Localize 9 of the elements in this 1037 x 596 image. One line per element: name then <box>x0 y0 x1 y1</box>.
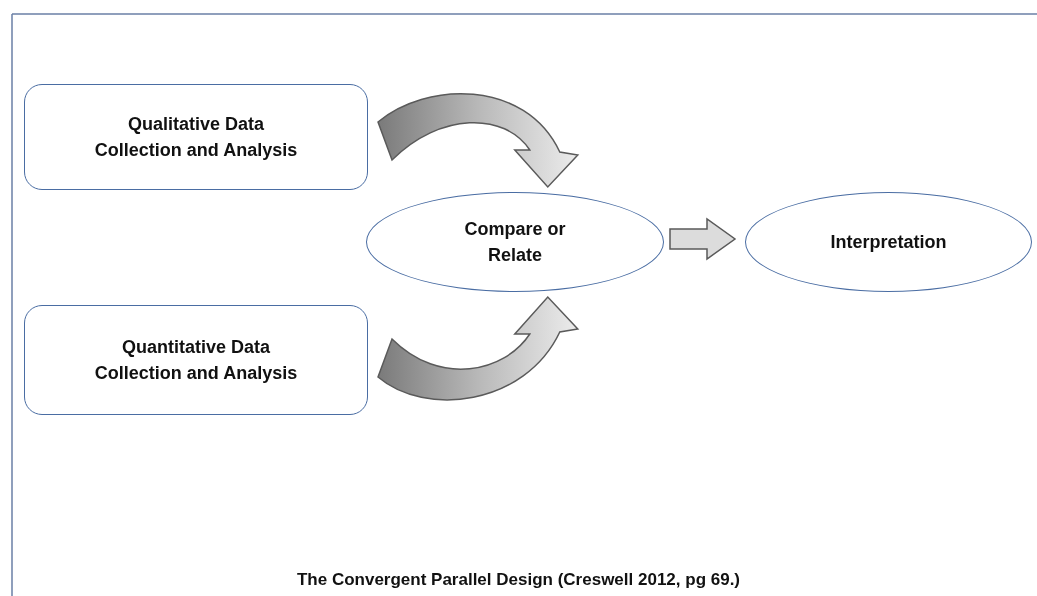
node-label: Compare or Relate <box>463 217 567 267</box>
node-label: Interpretation <box>829 230 948 254</box>
rounded-box <box>24 305 368 415</box>
caption: The Convergent Parallel Design (Creswell 2012, pg 69.) <box>296 570 741 589</box>
node-label: Qualitative Data Collection and Analysis <box>93 112 299 162</box>
node-label: Quantitative Data Collection and Analysis <box>93 335 299 385</box>
curved-block-arrow <box>377 296 579 401</box>
rounded-box <box>24 84 368 190</box>
block-arrow <box>669 217 737 261</box>
